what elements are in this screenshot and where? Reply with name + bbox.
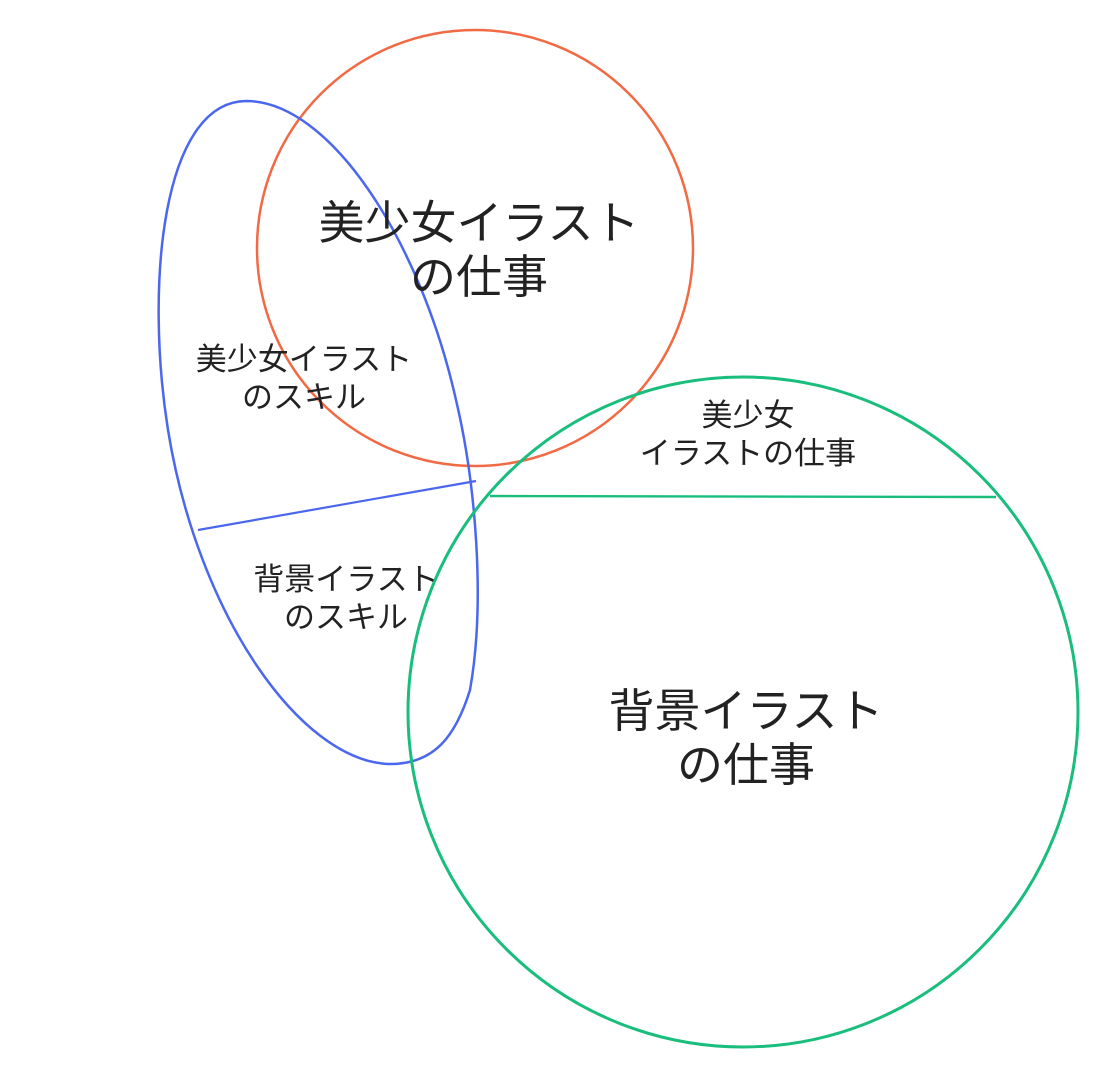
background-work-label-line-2: の仕事 [677,738,815,793]
skill-ellipse [157,99,479,766]
background-work-divider-line [489,494,997,499]
bishoujo-skill-label: 美少女イラスト のスキル [196,342,412,418]
bishoujo-illustration-work-small-label: 美少女 イラストの仕事 [640,398,856,474]
background-skill-label-line-1: 背景イラスト [253,562,439,598]
bishoujo-work-label-line-2: の仕事 [410,250,548,305]
bishoujo-work-label: 美少女イラスト の仕事 [318,196,639,305]
background-work-label-line-1: 背景イラスト [608,684,884,738]
skill-divider-line [197,479,477,532]
bishoujo-skill-label-line-1: 美少女イラスト [195,342,413,378]
background-skill-label-line-2: のスキル [283,599,408,636]
bishoujo-illustration-work-small-label-line-1: 美少女 [701,398,795,434]
background-skill-label: 背景イラスト のスキル [253,562,438,638]
bishoujo-illustration-work-small-label-line-2: イラストの仕事 [639,435,857,472]
bishoujo-work-label-line-1: 美少女イラスト [318,196,640,250]
bishoujo-work-circle [255,28,695,468]
background-work-label: 背景イラスト の仕事 [608,684,883,793]
bishoujo-skill-label-line-2: のスキル [241,379,366,416]
background-work-circle [406,375,1080,1049]
